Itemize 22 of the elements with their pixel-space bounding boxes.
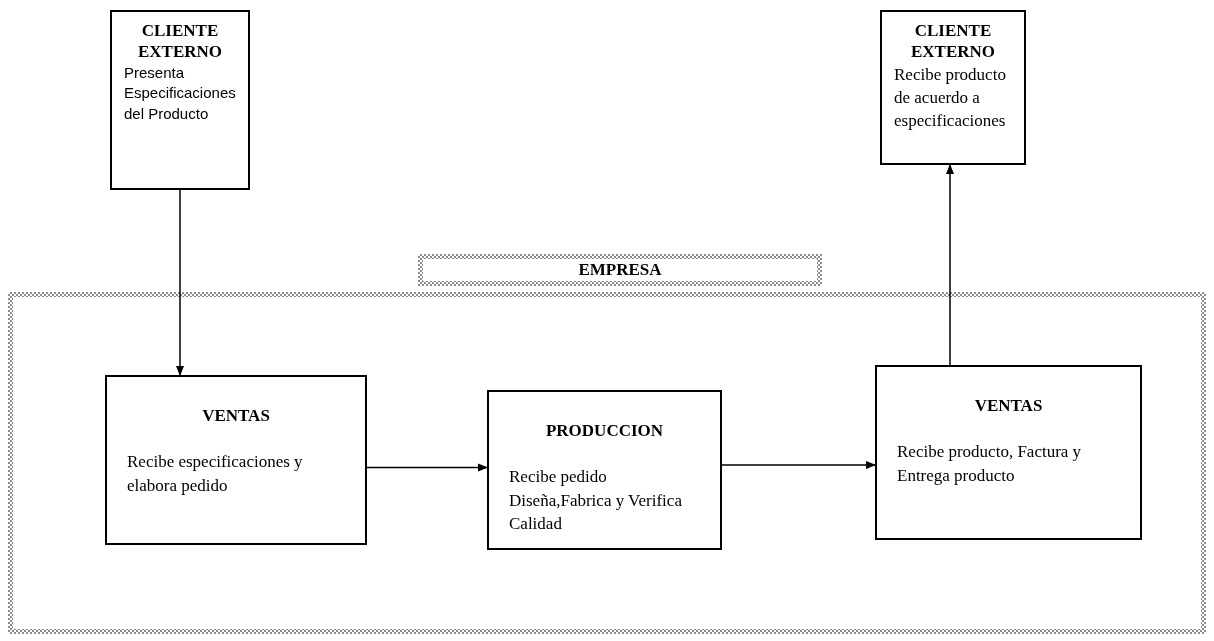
- box-description: Recibe producto de acuerdo a especificaciones: [894, 63, 1007, 133]
- box-description: Recibe pedido Diseña,Fabrica y Verifica Calidad: [509, 466, 683, 535]
- process-box: [110, 10, 250, 190]
- box-heading: PRODUCCION: [544, 420, 665, 442]
- box-description: Recibe producto, Factura y Entrega producto: [897, 441, 1083, 487]
- process-box: [487, 390, 722, 550]
- process-box: [105, 375, 367, 545]
- box-heading: EMPRESA: [578, 259, 662, 281]
- box-heading: VENTAS: [201, 405, 271, 427]
- arrow: [176, 189, 184, 376]
- process-box: [875, 365, 1142, 540]
- box-heading: VENTAS: [973, 395, 1044, 417]
- box-description: Recibe especificaciones y elabora pedido: [127, 451, 304, 497]
- box-description: Presenta Especificaciones del Producto: [124, 62, 236, 124]
- title-box: [418, 254, 822, 286]
- box-heading: CLIENTE EXTERNO: [909, 20, 997, 63]
- arrow: [366, 463, 488, 472]
- arrow: [721, 461, 876, 469]
- box-heading: CLIENTE EXTERNO: [136, 20, 224, 63]
- arrow: [946, 164, 954, 366]
- company-boundary: [8, 292, 1206, 634]
- process-box: [880, 10, 1026, 165]
